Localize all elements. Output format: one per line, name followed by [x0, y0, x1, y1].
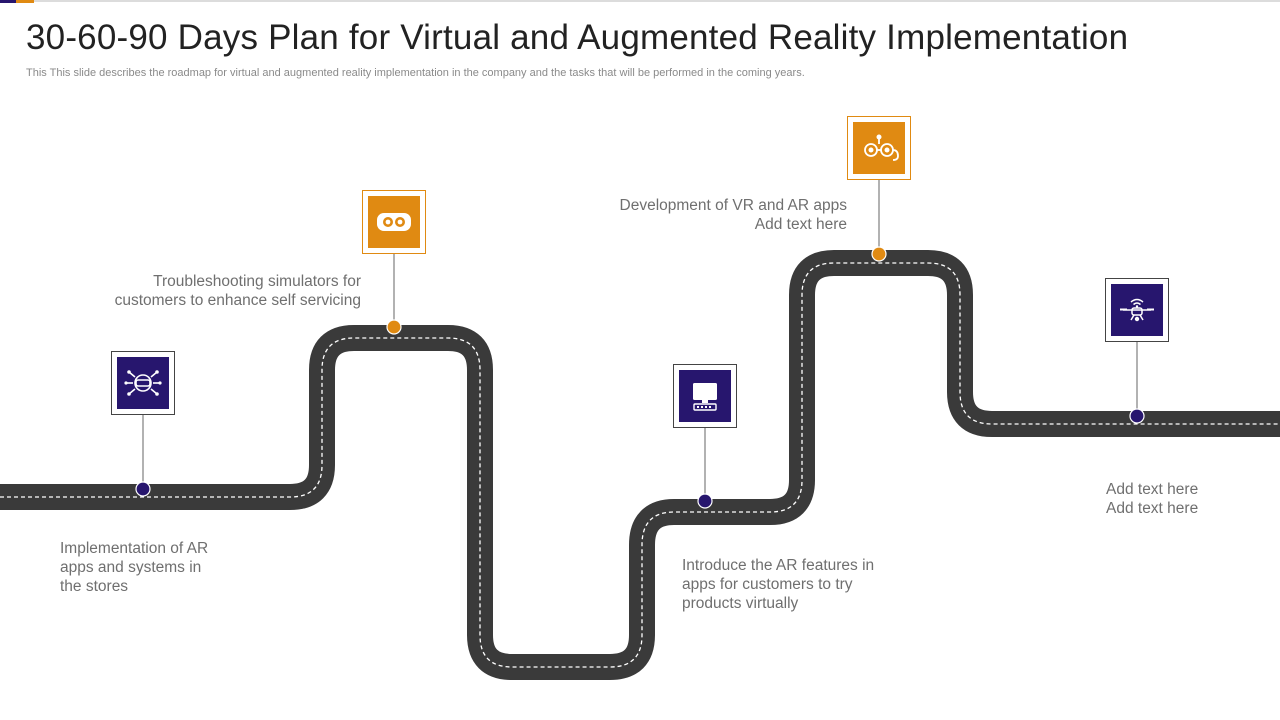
milestone-dot-4 [871, 246, 887, 262]
top-border [0, 0, 1280, 2]
milestone-5-line-2: Add text here [1106, 500, 1199, 517]
page-subtitle: This This slide describes the roadmap fo… [26, 67, 805, 79]
accent-bar [0, 0, 34, 3]
milestone-2-line-2: customers to enhance self servicing [114, 292, 361, 309]
milestone-3-text: Introduce the AR features in apps for cu… [682, 556, 874, 613]
milestone-3-line-3: products virtually [682, 595, 799, 612]
page-title: 30-60-90 Days Plan for Virtual and Augme… [26, 18, 1129, 57]
milestone-4-icon-box [847, 116, 911, 180]
milestone-3-line-1: Introduce the AR features in [682, 557, 875, 574]
road-center-dashes [0, 262, 1280, 668]
milestone-2-line-1: Troubleshooting simulators for [153, 273, 361, 290]
milestone-1-icon-box [111, 351, 175, 415]
milestone-4-line-2: Add text here [754, 216, 847, 233]
vr-headset-app-icon [864, 134, 899, 161]
milestone-4-line-1: Development of VR and AR apps [619, 197, 847, 214]
milestone-5-text: Add text here Add text here [1106, 480, 1198, 518]
milestone-2-icon-box [362, 190, 426, 254]
milestone-3-icon-box [673, 364, 737, 428]
milestone-3-line-2: apps for customers to try [682, 576, 853, 593]
drone-icon [1120, 298, 1154, 322]
vr-goggles-icon [377, 213, 411, 231]
milestone-5-line-1: Add text here [1106, 481, 1199, 498]
milestone-1-line-2: apps and systems in [60, 559, 202, 576]
milestone-5-icon-box [1105, 278, 1169, 342]
milestone-dot-5 [1129, 408, 1145, 424]
milestone-4-text: Development of VR and AR apps Add text h… [620, 196, 847, 234]
computer-terminal-icon [693, 383, 717, 411]
milestone-2-text: Troubleshooting simulators for customers… [115, 272, 361, 310]
vr-headset-network-icon [124, 370, 162, 396]
milestone-dot-2 [386, 319, 402, 335]
milestone-1-text: Implementation of AR apps and systems in… [60, 539, 208, 596]
milestone-dot-3 [697, 493, 713, 509]
milestone-1-line-1: Implementation of AR [60, 540, 209, 557]
milestone-1-line-3: the stores [60, 578, 129, 595]
milestone-dot-1 [135, 481, 151, 497]
